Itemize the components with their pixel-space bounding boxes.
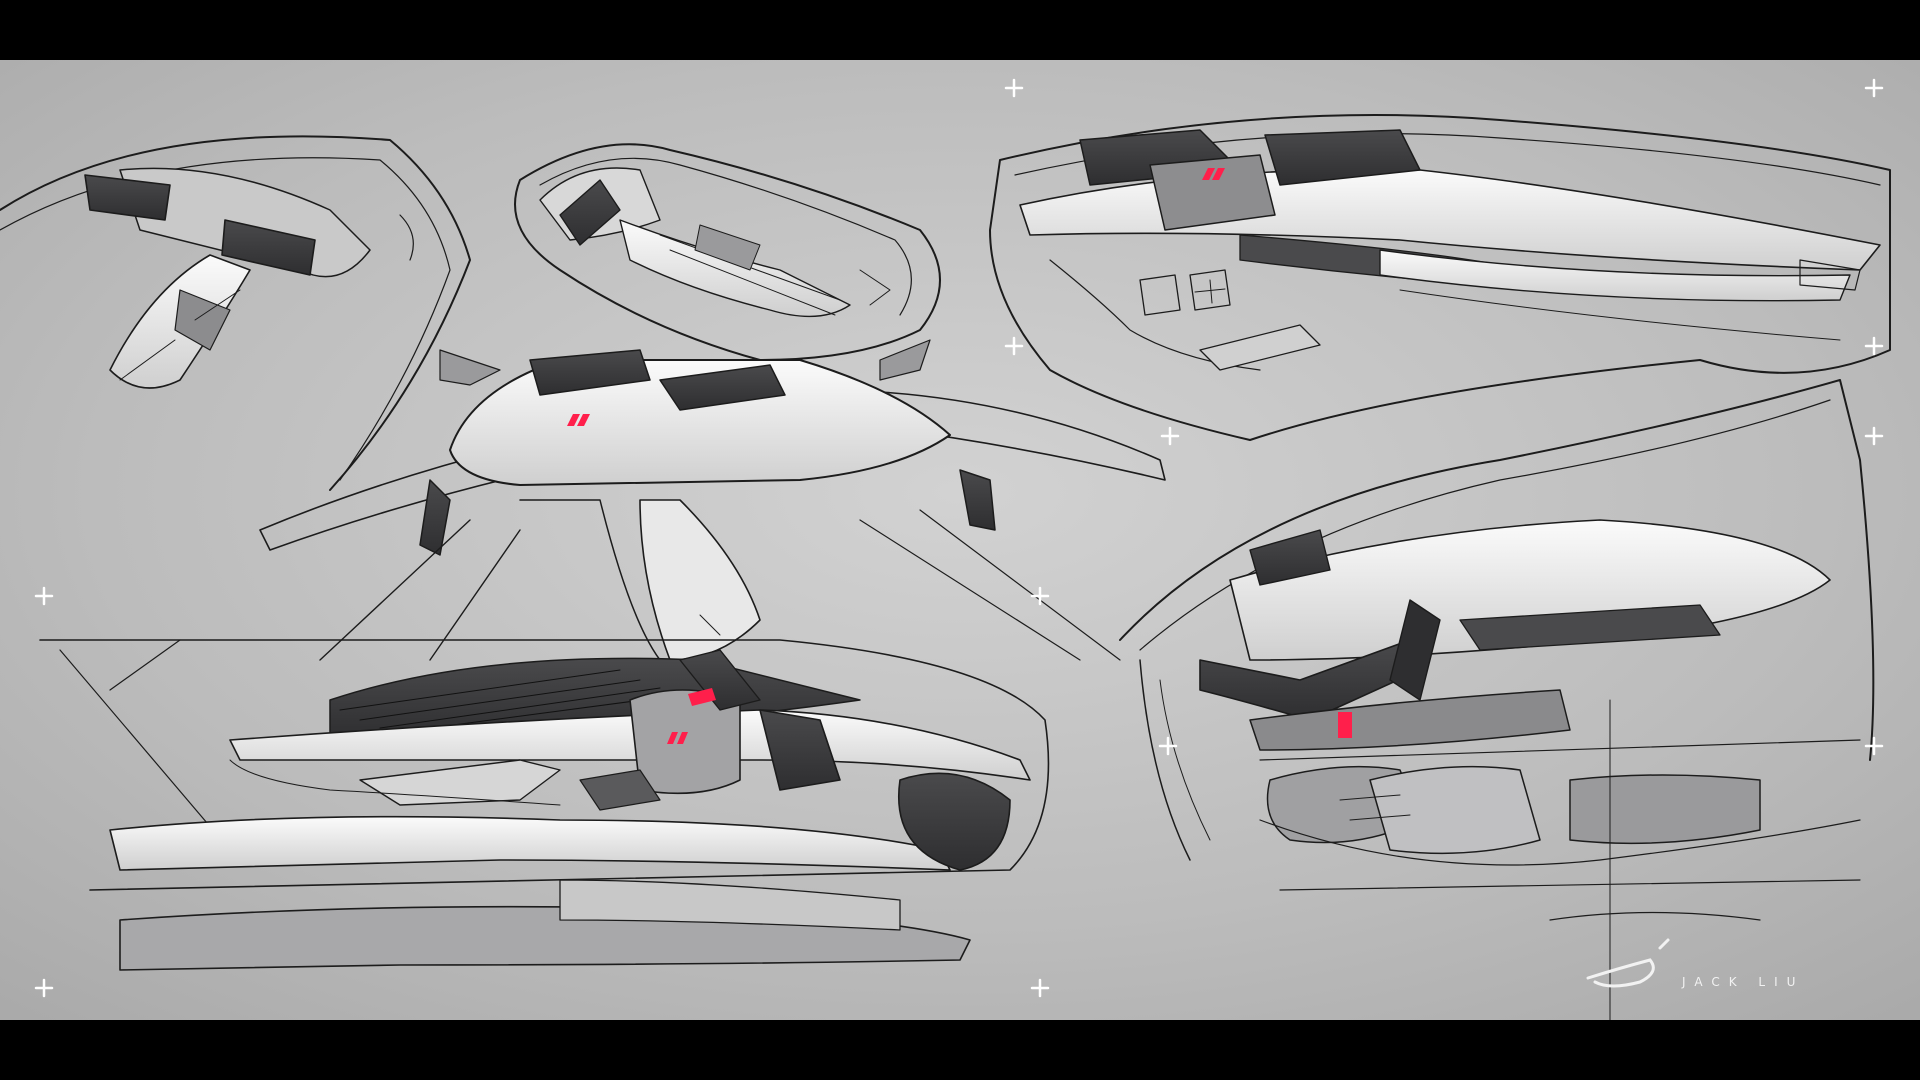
- crosshair-marker: [1004, 336, 1024, 356]
- brand-mark: [1338, 712, 1352, 738]
- sketch-center-dashboard: [259, 339, 1166, 661]
- sketch-top-right-dashboard: [989, 114, 1891, 441]
- crosshair-marker: [1160, 426, 1180, 446]
- crosshair-marker: [1864, 78, 1884, 98]
- sketch-top-left-dashboard: [0, 135, 471, 491]
- sketch-top-center-console: [514, 143, 941, 361]
- sketch-bottom-left-interior: [39, 639, 1050, 971]
- brand-mark: [667, 732, 678, 744]
- crosshair-marker: [1030, 586, 1050, 606]
- brand-mark: [567, 414, 580, 426]
- sketch-right-perspective-dashboard: [1119, 379, 1875, 1020]
- crosshair-marker: [1004, 78, 1024, 98]
- crosshair-markers: [34, 78, 1884, 998]
- crosshair-marker: [1030, 978, 1050, 998]
- crosshair-marker: [34, 978, 54, 998]
- brand-mark: [577, 414, 590, 426]
- brand-mark: [1212, 168, 1225, 180]
- brand-mark: [1202, 168, 1215, 180]
- accent-marks: [567, 168, 1352, 744]
- crosshair-marker: [1158, 736, 1178, 756]
- brand-mark: [677, 732, 688, 744]
- crosshair-marker: [1864, 736, 1884, 756]
- artist-signature: JACK LIU: [1682, 975, 1805, 989]
- sketch-sheet: JACK LIU: [0, 60, 1920, 1020]
- brand-mark: [688, 688, 716, 706]
- crosshair-marker: [1864, 426, 1884, 446]
- sketch-canvas: [0, 60, 1920, 1020]
- signature-logo-mark: [1586, 938, 1670, 988]
- crosshair-marker: [1864, 336, 1884, 356]
- crosshair-marker: [34, 586, 54, 606]
